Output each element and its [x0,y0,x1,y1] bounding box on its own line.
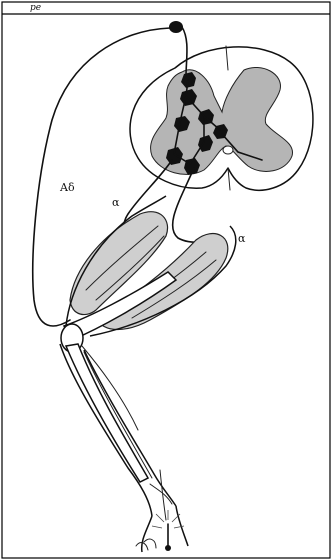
toes [136,539,156,550]
central-canal [223,146,233,154]
label-alpha-right: α [238,232,246,245]
ankle-bones [150,484,172,504]
dorsal-root-ganglion [169,21,183,33]
label-alpha-left: α [112,196,120,209]
top-caption: pe [30,3,41,13]
tibia-bone [66,344,148,482]
dorsal-root [182,27,187,76]
spinal-cord-section [130,46,313,190]
leg [60,196,236,552]
pin-head [165,545,171,551]
label-a-delta: Aδ [59,181,75,194]
pain-stimulus [152,470,184,551]
dorsal-median-sulcus [226,46,228,70]
